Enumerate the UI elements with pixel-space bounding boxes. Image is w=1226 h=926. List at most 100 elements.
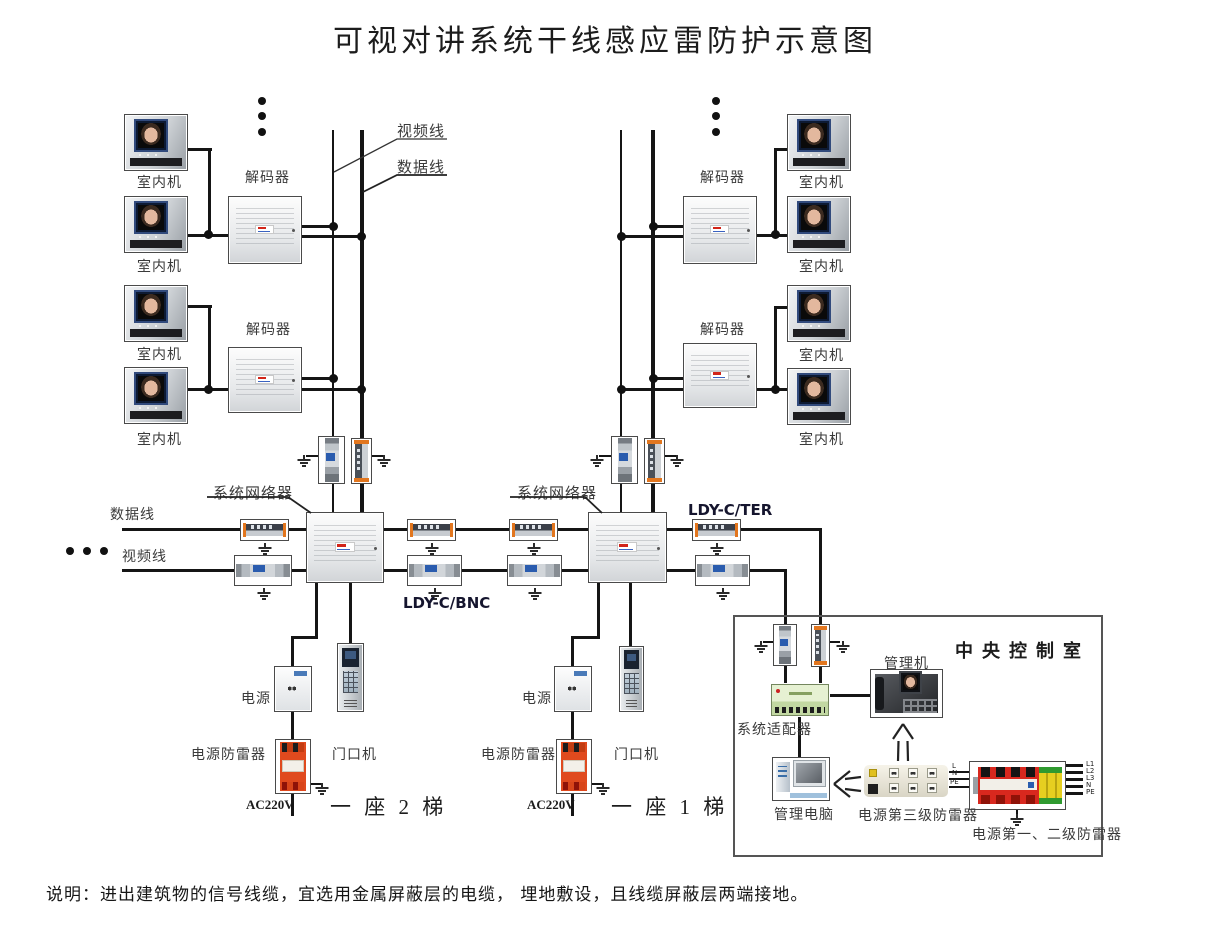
door-station-label: 门口机	[332, 747, 377, 763]
ellipsis-dot	[712, 97, 720, 105]
wire-adapter-pc	[798, 717, 801, 757]
wire-door-drop	[629, 583, 632, 647]
manager-pc-box	[772, 757, 830, 801]
ground-symbol	[315, 783, 328, 795]
wire-psu-bend	[293, 636, 318, 639]
power-supply-box	[274, 666, 312, 712]
wire-unit1-stub	[774, 148, 787, 151]
wire-decoder-data	[652, 377, 683, 380]
ter-arrester-inline	[692, 519, 741, 541]
main-power-arrester-box	[969, 761, 1066, 810]
terminal-label: N	[1086, 781, 1092, 789]
wire-psu-drop	[597, 583, 600, 639]
ter-arrester-inline	[407, 519, 456, 541]
indoor-monitor	[124, 367, 188, 424]
wire-L3	[1066, 778, 1083, 781]
ground-symbol	[670, 455, 683, 467]
wire-video-middle	[384, 569, 588, 572]
indoor-unit-label: 室内机	[799, 432, 844, 448]
wire-ground-stub	[1016, 810, 1018, 815]
junction-dot	[771, 230, 780, 239]
junction-dot	[649, 222, 658, 231]
indoor-unit-label: 室内机	[799, 175, 844, 191]
ground-symbol	[257, 588, 270, 600]
wire-decoder-video	[620, 388, 683, 391]
ground-symbol	[425, 543, 438, 555]
indoor-monitor	[787, 285, 851, 342]
wire-unit3-stub	[774, 306, 787, 309]
ter-arrester-vertical	[351, 438, 372, 484]
wire-data-drop	[819, 528, 822, 627]
junction-dot	[617, 385, 626, 394]
wire-ground-stub	[665, 455, 677, 457]
wire-data-trunk-right	[651, 130, 655, 513]
indoor-monitor	[124, 114, 188, 171]
wire-psu-down	[291, 636, 294, 667]
ter-arrester-vertical	[644, 438, 665, 484]
power-arrester-label: 电源防雷器	[191, 747, 266, 763]
wire-N	[949, 778, 969, 780]
ground-symbol	[710, 543, 723, 555]
wire-psu-bend	[573, 636, 600, 639]
wire-decoder-data	[302, 388, 364, 391]
manager-phone-box	[870, 669, 943, 718]
terminal-label: PE	[1086, 788, 1095, 796]
ellipsis-dot	[66, 547, 74, 555]
wire-bnc-adapter	[784, 666, 787, 683]
wire-video-trunk-left	[332, 130, 334, 513]
video-line-label: 视频线	[122, 549, 167, 565]
ground-symbol	[590, 455, 603, 467]
ter-arrester-vertical	[811, 624, 830, 667]
power-arrester-label: 电源防雷器	[481, 747, 556, 763]
building-2-label: 一 座 2 梯	[330, 795, 448, 819]
ground-symbol	[377, 455, 390, 467]
decoder-box	[683, 343, 757, 408]
ground-symbol	[716, 588, 729, 600]
ellipsis-dot	[100, 547, 108, 555]
door-station-box	[337, 643, 364, 712]
indoor-monitor	[787, 114, 851, 171]
wire-decoder-data	[302, 235, 364, 238]
wire-N	[1066, 785, 1083, 788]
indoor-monitor	[124, 196, 188, 253]
junction-dot	[771, 385, 780, 394]
data-line-label: 数据线	[110, 507, 155, 523]
junction-dot	[204, 230, 213, 239]
wire-data-middle	[384, 528, 588, 531]
wire-PE	[949, 786, 969, 788]
wire-ground-stub	[306, 455, 318, 457]
wire-decoder-video	[302, 225, 335, 228]
wire-video-left	[122, 569, 307, 572]
footer-note: 说明：进出建筑物的信号线缆，宜选用金属屏蔽层的电缆， 埋地敷设，且线缆屏蔽层两端…	[46, 885, 809, 905]
junction-dot	[329, 222, 338, 231]
power-label: 电源	[522, 691, 552, 707]
network-unit-label: 系统网络器	[517, 484, 598, 502]
indoor-unit-label: 室内机	[137, 175, 182, 191]
indoor-unit-label: 室内机	[137, 259, 182, 275]
wire-L1	[1066, 764, 1083, 767]
bnc-arrester-inline	[695, 555, 750, 586]
wire-unit1-stub	[188, 148, 212, 151]
ellipsis-dot	[712, 112, 720, 120]
ellipsis-dot	[258, 112, 266, 120]
junction-dot	[617, 232, 626, 241]
terminal-label: L1	[1086, 760, 1095, 768]
ldy-bnc-label: LDY-C/BNC	[403, 594, 491, 612]
wire-unit-bus	[774, 148, 777, 237]
wire-video-trunk-right	[620, 130, 622, 513]
data-line-leader	[362, 174, 447, 193]
indoor-unit-label: 室内机	[137, 347, 182, 363]
indoor-unit-label: 室内机	[799, 259, 844, 275]
wire-adapter-phone	[830, 694, 870, 697]
control-room-box	[733, 615, 1103, 857]
wire-psu-drop	[315, 583, 318, 639]
video-line-label: 视频线	[397, 122, 446, 140]
power-supply-box	[554, 666, 592, 712]
wire-ground-stub	[311, 783, 321, 785]
power-label: 电源	[241, 691, 271, 707]
door-station-label: 门口机	[614, 747, 659, 763]
ellipsis-dot	[258, 97, 266, 105]
decoder-label: 解码器	[700, 322, 745, 338]
network-unit-box	[306, 512, 384, 583]
wire-ground-stub	[372, 455, 384, 457]
